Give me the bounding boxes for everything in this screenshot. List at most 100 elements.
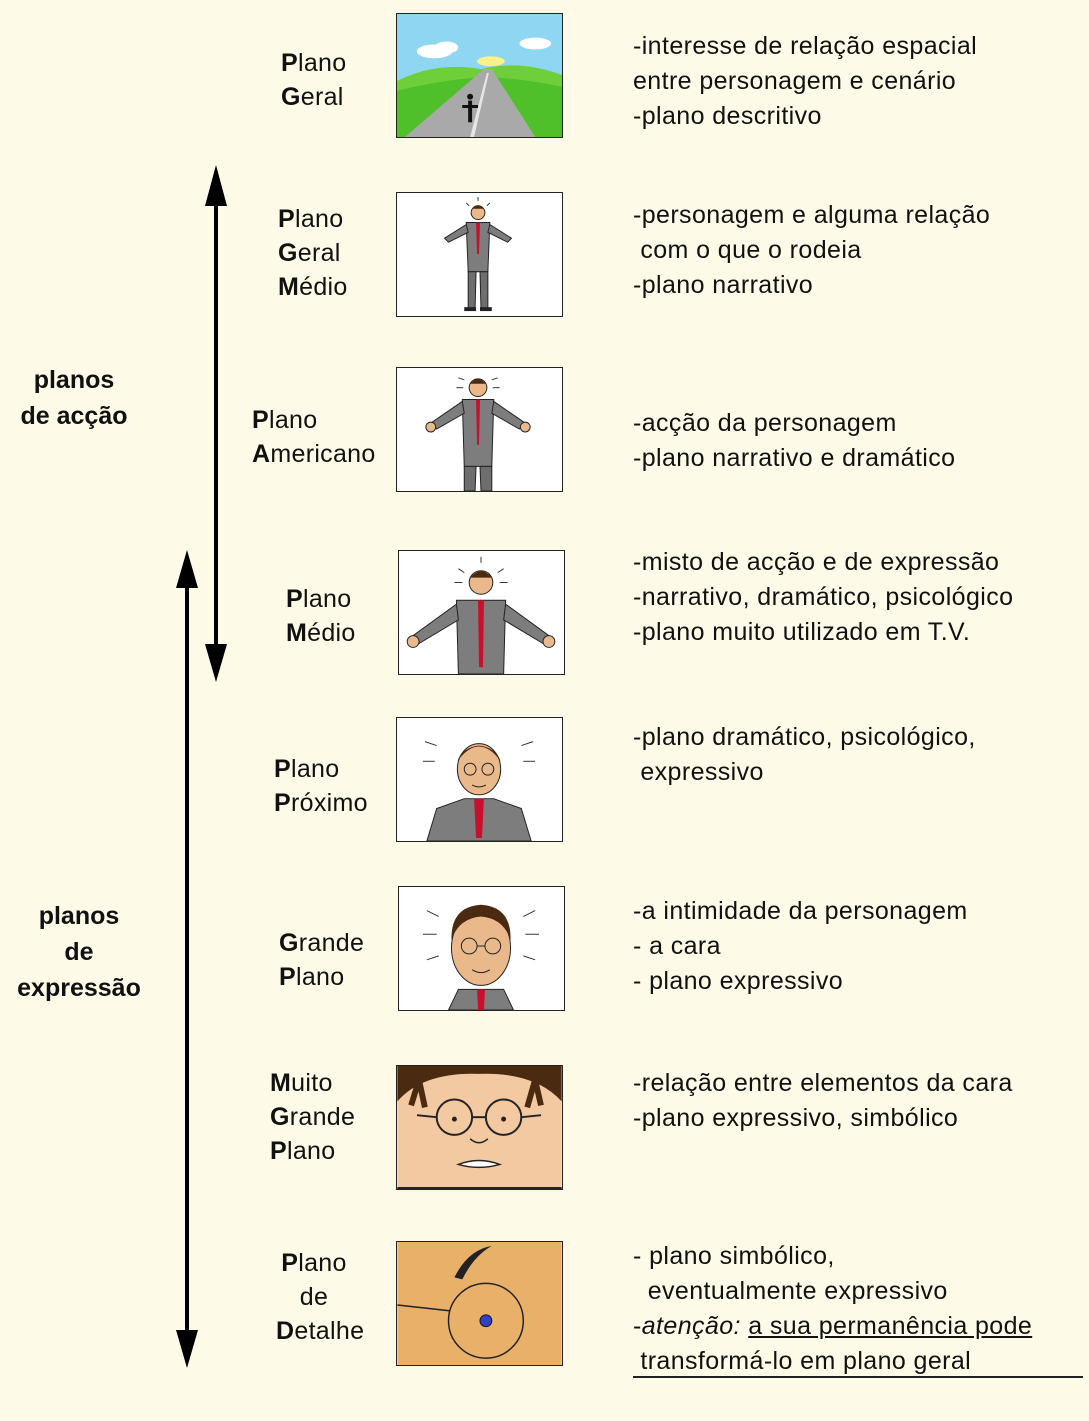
desc-line: -narrativo, dramático, psicológico: [633, 583, 1014, 611]
shot-name-word: Americano: [252, 437, 376, 471]
note-italic: atenção:: [641, 1312, 741, 1340]
name-initial: P: [274, 789, 291, 817]
name-initial: P: [252, 406, 269, 434]
name-initial: P: [281, 1249, 299, 1277]
accao-range-arrow: [205, 165, 227, 682]
shot-name-word: Geral: [281, 80, 346, 114]
shot-name-plano-medio: Plano Médio: [286, 582, 356, 650]
shot-name-plano-geral: Plano Geral: [281, 46, 346, 114]
note-underline-rule: [633, 1376, 1083, 1378]
name-rest: rande: [298, 929, 365, 957]
desc-line: -interesse de relação espacial: [633, 32, 978, 60]
desc-line: -plano descritivo: [633, 102, 822, 130]
desc-line: com o que o rodeia: [633, 236, 862, 264]
desc-line: -acção da personagem: [633, 409, 897, 437]
desc-line: -plano dramático, psicológico,: [633, 723, 976, 751]
face-closeup-icon: [396, 1065, 563, 1190]
desc-line: -misto de acção e de expressão: [633, 548, 1000, 576]
shot-name-word: Próximo: [274, 786, 368, 820]
shot-name-grande-plano: Grande Plano: [279, 926, 364, 994]
group-label-line: planos: [33, 366, 115, 394]
desc-line: eventualmente expressivo: [633, 1277, 948, 1305]
shot-name-word: Detalhe: [276, 1314, 364, 1348]
name-rest: lano: [294, 205, 344, 233]
name-initial: A: [252, 440, 271, 468]
name-rest: lano: [295, 963, 345, 991]
expressao-range-arrow: [176, 550, 198, 1368]
desc-line: -personagem e alguma relação: [633, 201, 991, 229]
shot-desc-plano-medio: -misto de acção e de expressão -narrativ…: [633, 545, 1013, 650]
full-body-man-icon: [396, 192, 563, 317]
name-rest: eral: [297, 239, 341, 267]
shot-name-word: Plano: [274, 752, 368, 786]
name-rest: lano: [268, 406, 318, 434]
shot-name-plano-americano: Plano Americano: [252, 403, 376, 471]
name-rest: uito: [291, 1069, 333, 1097]
name-initial: P: [274, 755, 291, 783]
shot-name-word: Médio: [286, 616, 356, 650]
knee-up-man-icon: [396, 367, 563, 492]
shot-name-word: Geral: [278, 236, 348, 270]
name-initial: P: [281, 49, 298, 77]
name-rest: lano: [286, 1137, 336, 1165]
name-initial: G: [270, 1103, 290, 1131]
attention-note: -atenção: a sua permanência pode: [633, 1309, 1032, 1344]
desc-line: - plano expressivo: [633, 967, 844, 995]
group-label-line: planos: [38, 902, 120, 930]
shot-desc-plano-americano: -acção da personagem -plano narrativo e …: [633, 406, 955, 476]
note-line2: transformá-lo em plano geral: [633, 1347, 972, 1375]
desc-line: -a intimidade da personagem: [633, 897, 968, 925]
shot-name-word: Plano: [270, 1134, 355, 1168]
shot-desc-plano-de-detalhe: - plano simbólico, eventualmente express…: [633, 1239, 1032, 1379]
desc-line: - a cara: [633, 932, 721, 960]
name-rest: mericano: [270, 440, 376, 468]
name-initial: G: [281, 83, 301, 111]
name-initial: P: [278, 205, 295, 233]
desc-line: - plano simbólico,: [633, 1242, 835, 1270]
name-initial: M: [270, 1069, 292, 1097]
shot-name-plano-geral-medio: Plano Geral Médio: [278, 202, 348, 304]
shot-name-word: Plano: [276, 1246, 352, 1280]
desc-line: expressivo: [633, 758, 764, 786]
face-man-icon: [398, 886, 565, 1011]
shot-desc-grande-plano: -a intimidade da personagem - a cara - p…: [633, 894, 968, 999]
group-label-line: de acção: [20, 402, 128, 430]
shot-name-muito-grande-plano: Muito Grande Plano: [270, 1066, 355, 1168]
waist-up-man-icon: [398, 550, 565, 675]
shot-name-word: Plano: [281, 46, 346, 80]
name-rest: etalhe: [294, 1317, 365, 1345]
name-rest: eral: [300, 83, 344, 111]
note-underlined: a sua permanência pode: [748, 1312, 1033, 1340]
shot-desc-plano-geral: -interesse de relação espacial entre per…: [633, 29, 977, 134]
name-rest: de: [299, 1283, 329, 1311]
name-initial: G: [278, 239, 298, 267]
name-initial: D: [276, 1317, 295, 1345]
shot-name-word: Grande: [270, 1100, 355, 1134]
desc-line: -relação entre elementos da cara: [633, 1069, 1013, 1097]
name-rest: édio: [299, 273, 348, 301]
shot-name-plano-proximo: Plano Próximo: [274, 752, 368, 820]
shot-desc-muito-grande-plano: -relação entre elementos da cara -plano …: [633, 1066, 1013, 1136]
shot-desc-plano-geral-medio: -personagem e alguma relação com o que o…: [633, 198, 990, 303]
desc-line: -plano muito utilizado em T.V.: [633, 618, 971, 646]
desc-line: -plano narrativo e dramático: [633, 444, 956, 472]
shot-name-word: Médio: [278, 270, 348, 304]
desc-line: entre personagem e cenário: [633, 67, 957, 95]
shot-name-word: Muito: [270, 1066, 355, 1100]
group-label-line: expressão: [17, 974, 141, 1002]
landscape-road-figure-icon: [396, 13, 563, 138]
shot-desc-plano-proximo: -plano dramático, psicológico, expressiv…: [633, 720, 976, 790]
name-initial: P: [270, 1137, 287, 1165]
group-label-line: de: [64, 938, 94, 966]
name-initial: M: [286, 619, 308, 647]
desc-line: -plano narrativo: [633, 271, 814, 299]
shot-name-word: Plano: [278, 202, 348, 236]
group-label-planos-de-expressao: planos de expressão: [6, 898, 152, 1006]
name-rest: róximo: [290, 789, 368, 817]
name-rest: lano: [297, 49, 347, 77]
chest-up-man-icon: [396, 717, 563, 842]
name-rest: lano: [290, 755, 340, 783]
name-initial: G: [279, 929, 299, 957]
range-arrows: [176, 165, 227, 1368]
desc-line: -plano expressivo, simbólico: [633, 1104, 959, 1132]
